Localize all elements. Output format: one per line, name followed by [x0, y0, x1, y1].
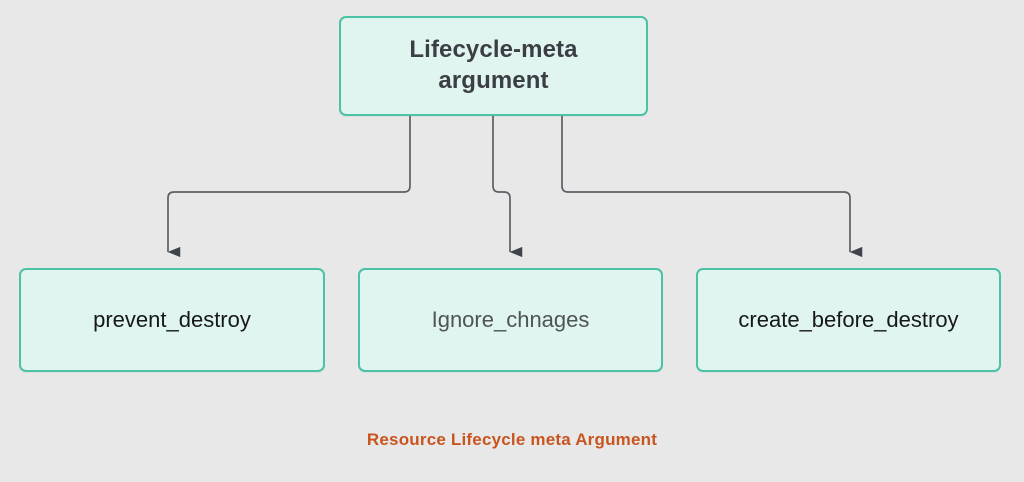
connector-to-prevent-destroy: [167, 116, 411, 258]
connector-to-create-before-destroy: [561, 116, 863, 258]
node-create-before-destroy[interactable]: create_before_destroy: [696, 268, 1001, 372]
node-label: create_before_destroy: [738, 306, 959, 332]
node-ignore-changes[interactable]: Ignore_chnages: [358, 268, 663, 372]
node-lifecycle-meta-argument[interactable]: Lifecycle-meta argument: [339, 16, 648, 116]
node-label: Ignore_chnages: [431, 306, 590, 332]
diagram-caption: Resource Lifecycle meta Argument: [366, 430, 658, 449]
node-prevent-destroy[interactable]: prevent_destroy: [19, 268, 325, 372]
node-label: prevent_destroy: [93, 306, 251, 332]
node-label: Lifecycle-meta argument: [409, 36, 578, 94]
connector-to-ignore-changes: [492, 116, 523, 258]
